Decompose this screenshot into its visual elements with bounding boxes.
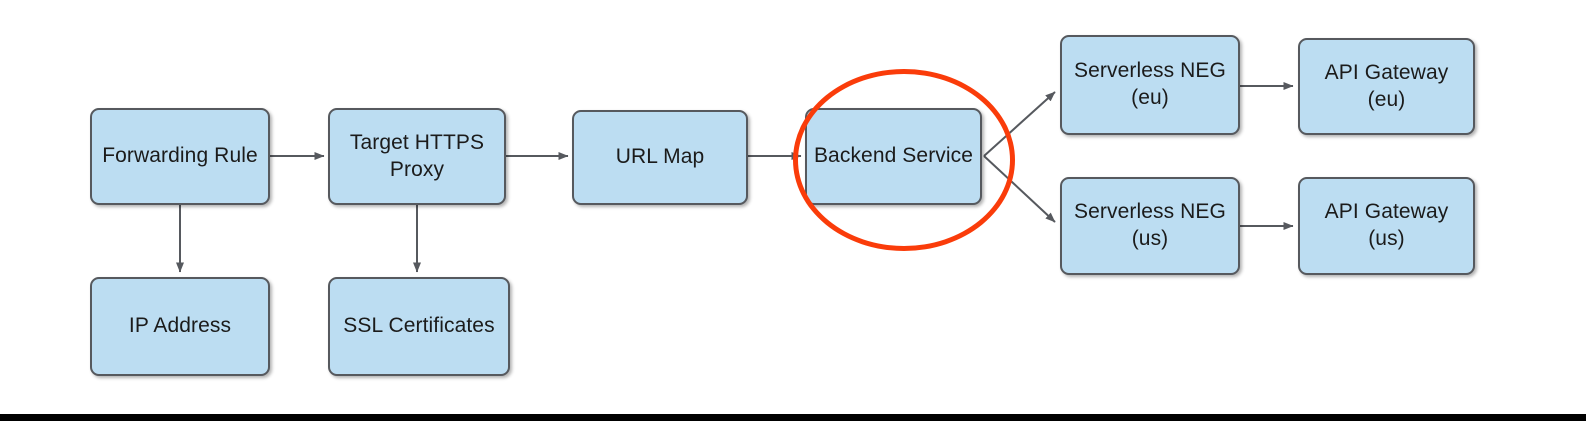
node-api-gateway-eu-label: API Gateway (eu) [1324,60,1449,111]
node-serverless-neg-eu[interactable]: Serverless NEG (eu) [1060,35,1240,135]
node-api-gateway-us[interactable]: API Gateway (us) [1298,177,1475,275]
node-api-gateway-us-label: API Gateway (us) [1324,200,1449,250]
node-ip-address[interactable]: IP Address [90,277,270,376]
node-target-https-proxy-label: Target HTTPS Proxy [349,130,485,181]
node-ssl-certificates-label: SSL Certificates [343,314,495,338]
node-url-map-label: URL Map [615,145,705,169]
node-url-map[interactable]: URL Map [572,110,748,205]
node-serverless-neg-us-label: Serverless NEG (us) [1074,200,1226,250]
bottom-black-bar [0,414,1586,421]
node-ssl-certificates[interactable]: SSL Certificates [328,277,510,376]
node-forwarding-rule-label: Forwarding Rule [102,144,258,168]
node-ip-address-label: IP Address [128,314,232,338]
backend-service-highlight-ellipse-annotation [793,69,1015,251]
node-api-gateway-eu[interactable]: API Gateway (eu) [1298,38,1475,135]
node-target-https-proxy[interactable]: Target HTTPS Proxy [328,108,506,205]
node-forwarding-rule[interactable]: Forwarding Rule [90,108,270,205]
node-serverless-neg-eu-label: Serverless NEG (eu) [1074,59,1226,109]
node-serverless-neg-us[interactable]: Serverless NEG (us) [1060,177,1240,275]
